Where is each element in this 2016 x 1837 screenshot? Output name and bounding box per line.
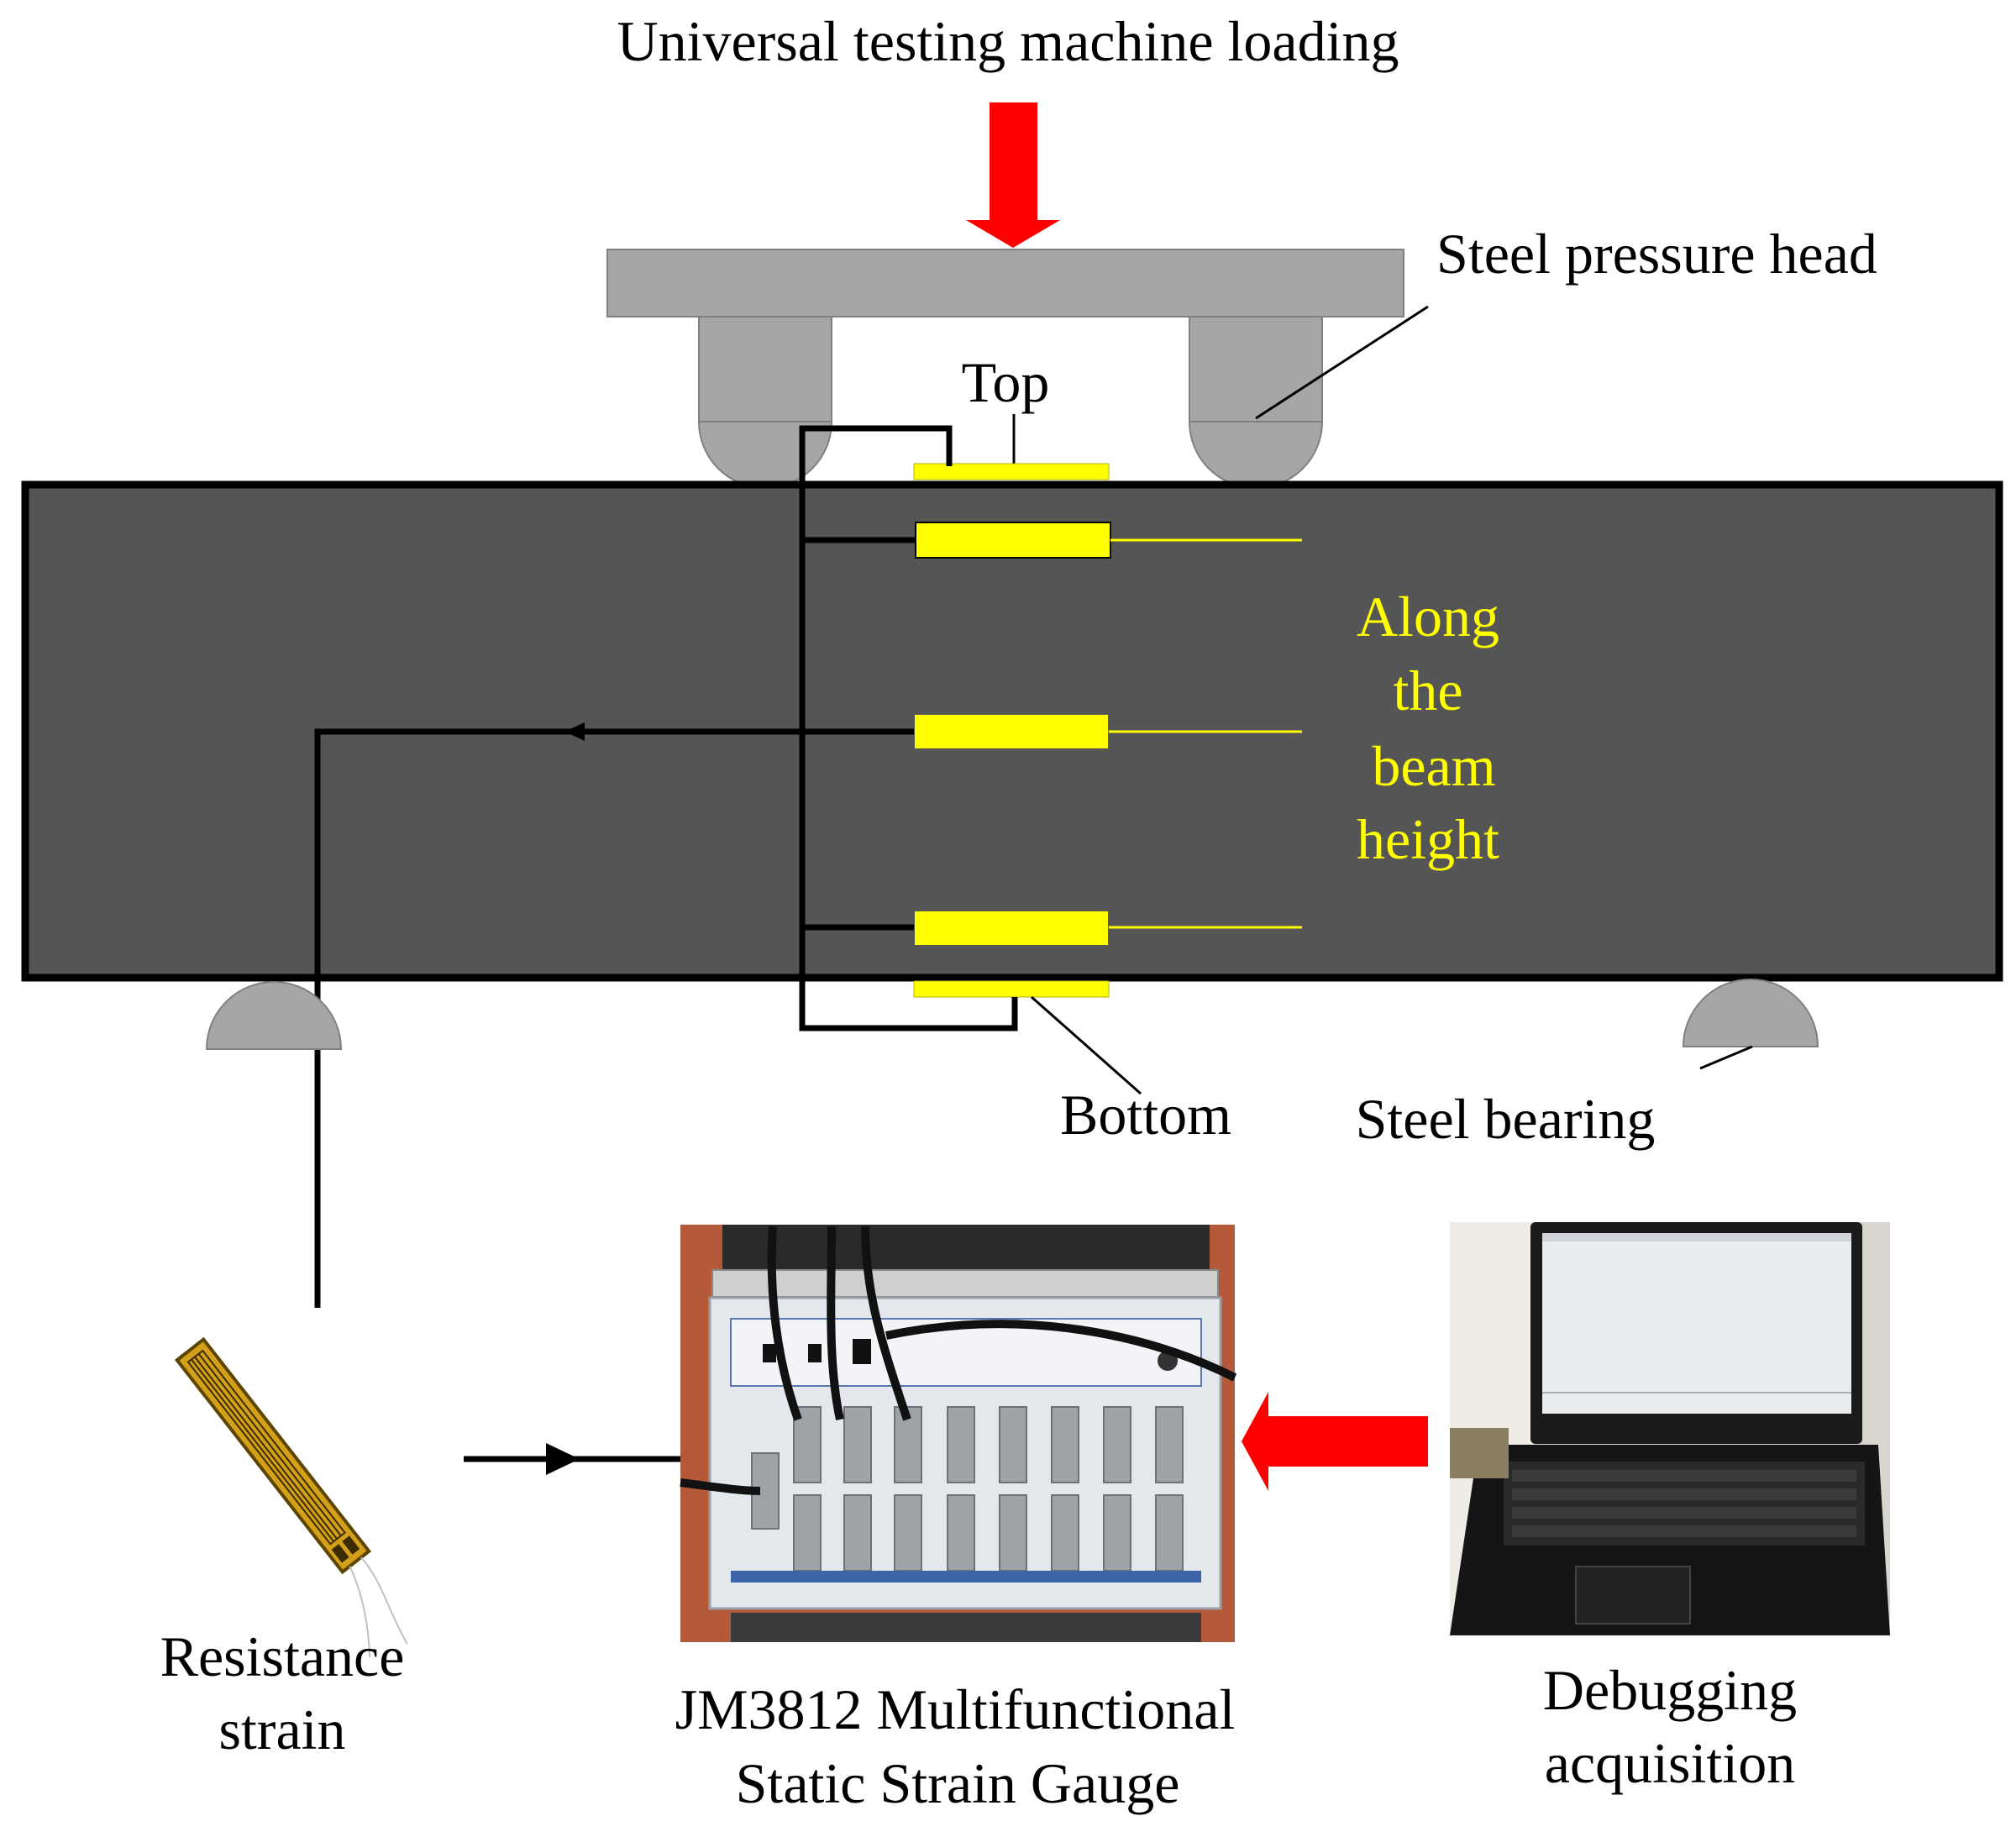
bottom-strain-gauge — [913, 980, 1110, 998]
pressure-head-label: Steel pressure head — [1436, 222, 1877, 286]
side-strain-gauge-upper — [915, 522, 1111, 559]
bearing-label: Steel bearing — [1356, 1087, 1656, 1151]
wire-direction-arrow-icon — [564, 722, 585, 741]
along-beam-height-label: Along the beam height — [1357, 585, 1499, 871]
bottom-label: Bottom — [1060, 1083, 1231, 1147]
debug-label-line1: Debugging — [1543, 1658, 1797, 1722]
bearing-leader — [1699, 1045, 1753, 1070]
signal-arrow-icon — [546, 1443, 580, 1475]
top-strain-gauge — [913, 463, 1110, 480]
pressure-head-leader — [1255, 305, 1429, 420]
strain-meter-photo — [680, 1225, 1237, 1642]
along-label-line4: height — [1357, 807, 1499, 871]
gauge-label-line2: Static Strain Gauge — [736, 1751, 1180, 1815]
loading-label: Universal testing machine loading — [617, 9, 1399, 73]
gauge-label-line1: JM3812 Multifunctional — [675, 1677, 1236, 1741]
load-arrow-icon — [966, 102, 1060, 248]
steel-bearing-right — [1682, 979, 1819, 1047]
laptop-photo — [1450, 1222, 1890, 1635]
along-label-line2: the — [1393, 659, 1462, 722]
foil-strain-gauge-icon — [174, 1336, 408, 1658]
steel-bearing-left — [205, 981, 343, 1050]
side-strain-gauge-middle — [913, 713, 1110, 750]
resistance-label-line1: Resistance — [160, 1624, 405, 1688]
gauge-wiring — [314, 425, 1018, 1308]
along-label-line1: Along — [1357, 585, 1499, 648]
resistance-label-line2: strain — [218, 1698, 345, 1761]
debug-label-line2: acquisition — [1545, 1731, 1795, 1795]
along-label-line3: beam — [1372, 734, 1495, 798]
acquisition-arrow-icon — [1242, 1392, 1428, 1491]
bottom-leader — [1031, 995, 1142, 1095]
side-strain-gauge-lower — [913, 910, 1110, 947]
top-label: Top — [962, 350, 1050, 414]
steel-pressure-head — [606, 249, 1404, 489]
